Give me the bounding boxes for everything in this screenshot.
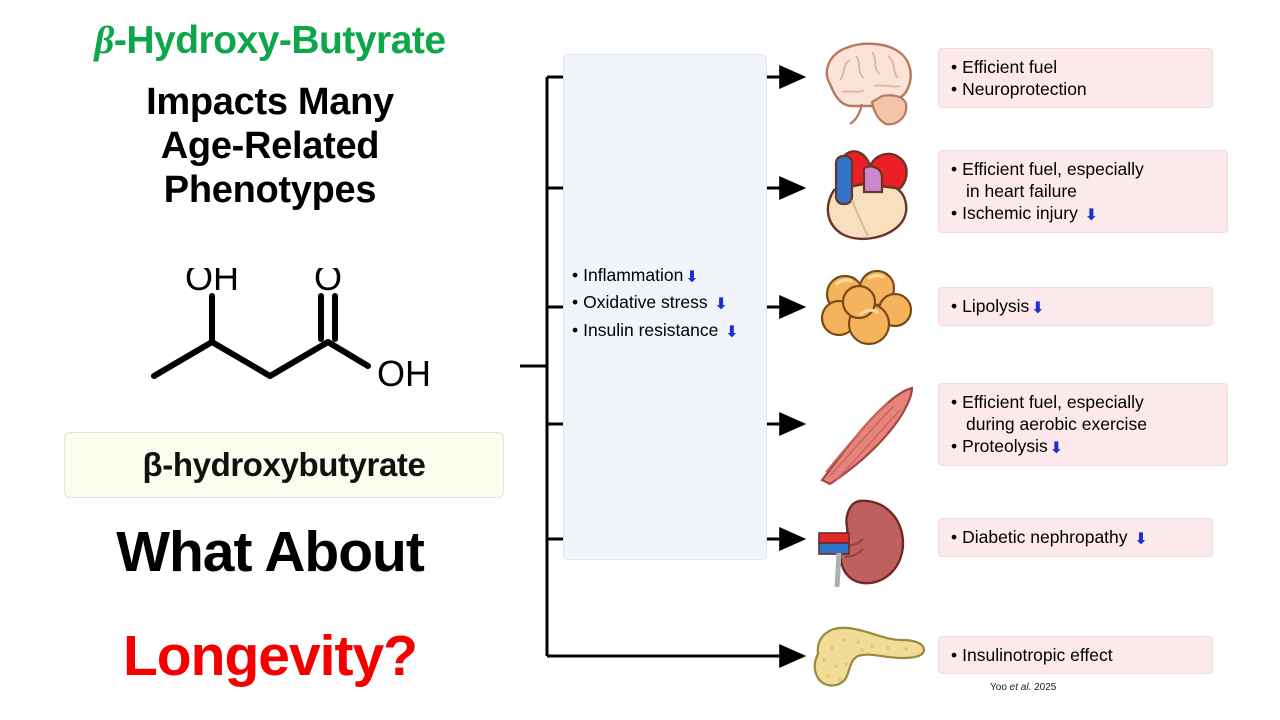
label-box-kidney: •Diabetic nephropathy ⬇ <box>938 518 1213 558</box>
citation-etal: et al. <box>1009 682 1032 693</box>
brain-icon <box>812 36 922 128</box>
molecule-nameplate: β-hydroxybutyrate <box>64 432 504 498</box>
bullet-dot-icon: • <box>951 57 958 77</box>
down-arrow-icon: ⬇ <box>685 269 699 286</box>
bullet-text: Efficient fuel, especially <box>962 392 1144 412</box>
bullet-text: Proteolysis <box>962 436 1048 457</box>
kidney-illustration-svg <box>818 499 905 588</box>
list-item: •Proteolysis⬇ <box>951 435 1217 458</box>
bullet-text: Lipolysis <box>962 296 1030 316</box>
pancreas-icon <box>810 618 930 694</box>
bullet-text: Neuroprotection <box>962 79 1087 100</box>
question-line-1: What About <box>116 520 425 584</box>
beta-symbol: β <box>94 19 114 62</box>
list-item: •Ischemic injury ⬇ <box>951 202 1217 225</box>
central-item-text: Oxidative stress <box>583 292 708 313</box>
bullet-dot-icon: • <box>951 527 958 547</box>
bullet-dot-icon: • <box>951 203 958 224</box>
bullet-dot-icon: • <box>951 159 958 179</box>
bullet-text: Efficient fuel, especially <box>962 159 1144 179</box>
adipose-illustration-svg <box>820 269 913 346</box>
adipose-icon <box>815 266 925 358</box>
bhb-skeletal-formula-svg: OH O OH <box>151 257 431 394</box>
down-arrow-icon: ⬇ <box>725 323 739 341</box>
subtitle-line-3: Phenotypes <box>163 169 377 212</box>
brain-illustration-svg <box>825 42 912 126</box>
list-item: •Insulinotropic effect <box>951 644 1202 666</box>
list-item: •Neuroprotection <box>951 78 1202 100</box>
bullet-dot-icon: • <box>572 319 579 340</box>
muscle-illustration-svg <box>820 386 914 486</box>
label-box-adipose: •Lipolysis⬇ <box>938 287 1213 327</box>
list-item: •Efficient fuel <box>951 56 1202 78</box>
page-subtitle: Impacts Many Age-Related Phenotypes <box>0 80 540 212</box>
left-panel: β-Hydroxy-Butyrate Impacts Many Age-Rela… <box>0 0 540 720</box>
down-arrow-icon: ⬇ <box>714 296 728 314</box>
list-item: •Inflammation⬇ <box>572 262 772 289</box>
down-arrow-icon: ⬇ <box>1049 440 1064 458</box>
bullet-dot-icon: • <box>951 296 958 316</box>
question-line-2: Longevity? <box>122 624 418 688</box>
label-box-brain: •Efficient fuel •Neuroprotection <box>938 48 1213 109</box>
bullet-dot-icon: • <box>951 79 958 100</box>
molecule-label-o: O <box>314 268 342 298</box>
bullet-text: Insulinotropic effect <box>962 645 1113 665</box>
kidney-icon <box>815 495 915 590</box>
citation-author: Yoo <box>990 682 1010 693</box>
citation-credit: Yoo et al. 2025 <box>990 682 1056 693</box>
bullet-dot-icon: • <box>951 436 958 457</box>
list-item: •Lipolysis⬇ <box>951 295 1202 318</box>
central-mechanism-box <box>563 54 767 560</box>
heart-icon <box>812 142 922 241</box>
list-item: •Insulin resistance ⬇ <box>572 317 772 344</box>
molecule-structure: OH O OH <box>140 257 440 418</box>
page-title-green-text: -Hydroxy-Butyrate <box>113 19 446 62</box>
central-item-text: Insulin resistance <box>583 319 719 340</box>
list-item: •Diabetic nephropathy ⬇ <box>951 526 1202 549</box>
bullet-dot-icon: • <box>572 265 579 285</box>
bullet-dot-icon: • <box>951 645 958 665</box>
muscle-icon <box>808 380 928 490</box>
citation-year: 2025 <box>1031 682 1057 693</box>
central-mechanism-list: •Inflammation⬇ •Oxidative stress ⬇ •Insu… <box>572 262 772 344</box>
list-item: •Oxidative stress ⬇ <box>572 289 772 316</box>
molecule-name: β-hydroxybutyrate <box>142 446 426 483</box>
subtitle-line-1: Impacts Many <box>146 81 394 123</box>
subtitle-line-2: Age-Related <box>160 125 380 168</box>
page-title-green: β-Hydroxy-Butyrate <box>0 18 540 63</box>
pancreas-illustration-svg <box>813 626 926 687</box>
heart-illustration-svg <box>826 150 908 241</box>
bullet-text-continued: during aerobic exercise <box>966 414 1147 435</box>
bullet-dot-icon: • <box>572 292 579 313</box>
bullet-dot-icon: • <box>951 392 958 412</box>
bullet-text-continued: in heart failure <box>966 181 1077 202</box>
bullet-text: Efficient fuel <box>962 57 1058 77</box>
label-box-pancreas: •Insulinotropic effect <box>938 636 1213 675</box>
down-arrow-icon: ⬇ <box>1084 207 1099 225</box>
central-item-text: Inflammation <box>583 265 684 285</box>
bullet-text: Ischemic injury <box>962 203 1078 224</box>
down-arrow-icon: ⬇ <box>1134 531 1148 548</box>
bullet-text: Diabetic nephropathy <box>962 527 1128 547</box>
diagram-panel: •Inflammation⬇ •Oxidative stress ⬇ •Insu… <box>520 0 1280 720</box>
molecule-label-oh-acid: OH <box>377 353 431 394</box>
molecule-label-oh-top: OH <box>185 268 239 298</box>
down-arrow-icon: ⬇ <box>1031 300 1045 317</box>
